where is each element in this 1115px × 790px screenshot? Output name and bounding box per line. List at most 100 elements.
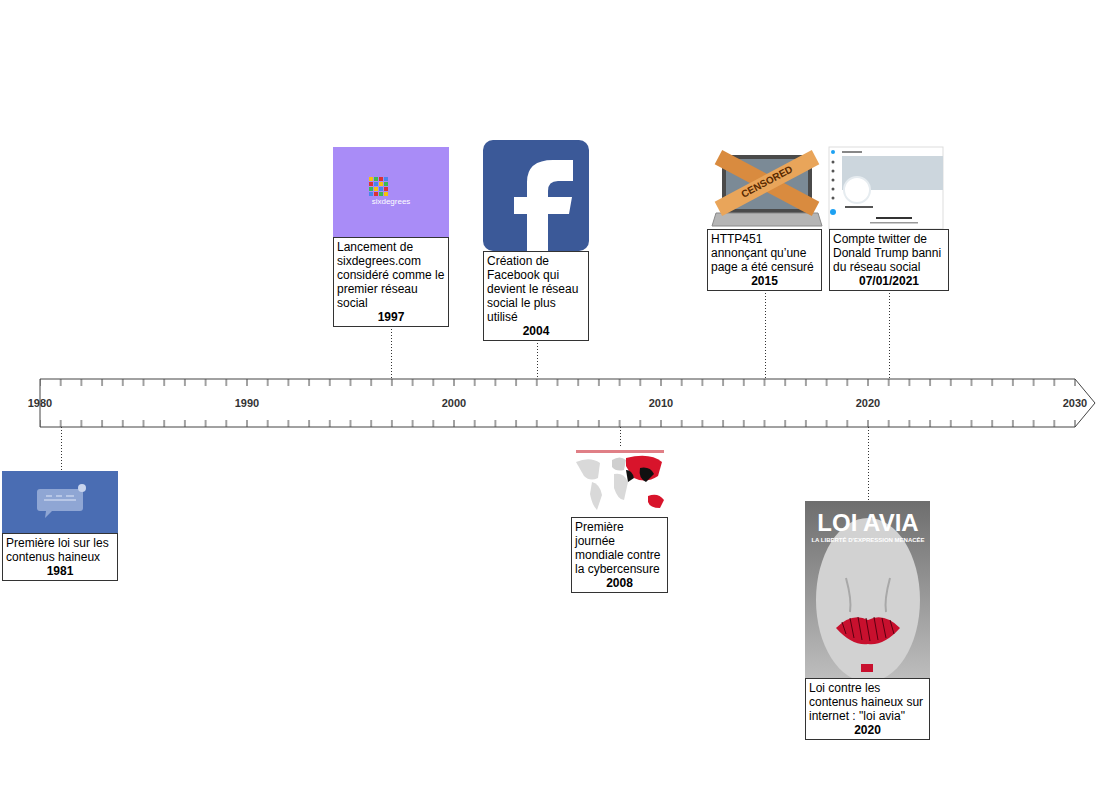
year-tick-label: 2000 (434, 397, 474, 410)
poster-logo (861, 664, 873, 672)
icon-ground (2, 471, 118, 533)
censoring-region (626, 470, 634, 482)
leader-line (868, 427, 869, 501)
profile-avatar (844, 177, 870, 203)
leader-line (620, 427, 621, 448)
year-tick-label: 2010 (641, 397, 681, 410)
laptop-base (712, 213, 822, 226)
logo-ground (483, 140, 589, 251)
censoring-region (640, 468, 654, 482)
year-tick-label: 2020 (848, 397, 888, 410)
continent (590, 482, 602, 510)
continent (612, 458, 626, 471)
profile-line (870, 222, 918, 224)
event-card: Lancement de sixdegrees.com considéré co… (333, 237, 449, 327)
map-header (576, 450, 664, 453)
leader-line (889, 293, 890, 379)
axis-ticks (40, 379, 1076, 427)
event-description: Première journée mondiale contre la cybe… (575, 520, 664, 576)
event-card: HTTP451 annonçant qu’une page a été cens… (707, 229, 822, 291)
year-tick-label: 1980 (20, 397, 60, 410)
censored-laptop (712, 150, 822, 226)
logo-square (369, 182, 373, 186)
letter-f-shape (514, 160, 573, 251)
event-date: 2004 (487, 324, 585, 338)
logo-square (374, 192, 378, 196)
logo-square (384, 192, 388, 196)
logo-ground (333, 147, 449, 237)
logo-square (374, 177, 378, 181)
logo-square (369, 187, 373, 191)
sidebar-icon (832, 179, 835, 182)
sidebar-icon (831, 150, 835, 154)
map-ground (571, 448, 668, 517)
logo-square (384, 187, 388, 191)
event-description: HTTP451 annonçant qu’une page a été cens… (711, 232, 818, 274)
badge-dot (78, 484, 86, 492)
continent (576, 459, 600, 479)
logo-square (374, 187, 378, 191)
event-date: 2015 (711, 274, 818, 288)
logo-wordmark: sixdegrees (356, 197, 426, 206)
logo-square (379, 192, 383, 196)
poster-title: LOI AVIA (807, 509, 929, 537)
logo-square (379, 182, 383, 186)
sidebar-icon (832, 161, 835, 164)
screenshot-frame (829, 147, 943, 229)
header-line (842, 151, 862, 153)
sidebar-icon (832, 170, 835, 173)
leader-lines (62, 293, 890, 501)
event-card: Compte twitter de Donald Trump banni du … (829, 229, 949, 291)
poster-lips (836, 617, 900, 644)
sixdegrees-logo (333, 147, 449, 237)
event-description: Lancement de sixdegrees.com considéré co… (337, 240, 445, 310)
profile-line (845, 206, 873, 208)
poster-subtitle: LA LIBERTÉ D'EXPRESSION MENACÉE (809, 537, 927, 544)
logo-square (384, 182, 388, 186)
continent (614, 474, 628, 500)
logo-square (379, 187, 383, 191)
event-date: 1981 (6, 564, 114, 578)
event-description: Compte twitter de Donald Trump banni du … (833, 232, 945, 274)
bubble-marks (44, 496, 76, 500)
event-date: 2008 (575, 576, 664, 590)
event-card: Première journée mondiale contre la cybe… (571, 517, 668, 593)
censoring-region (648, 495, 664, 508)
leader-line (391, 329, 392, 379)
tape-strip (715, 150, 820, 216)
timeline-axis (40, 379, 1095, 427)
logo-square (384, 177, 388, 181)
logo-square (379, 177, 383, 181)
sidebar-icon (832, 188, 835, 191)
leader-line (61, 427, 62, 471)
tweet-button (830, 209, 836, 215)
logo-square (374, 182, 378, 186)
event-description: Loi contre les contenus haineux sur inte… (809, 681, 926, 723)
tape-strip (715, 150, 820, 216)
loi-avia-poster (805, 501, 930, 682)
sidebar-icon (832, 197, 835, 200)
logo-square (369, 177, 373, 181)
twitter-profile-shot (829, 147, 943, 229)
logo-square (369, 192, 373, 196)
profile-line (876, 217, 912, 219)
world-map (571, 448, 668, 517)
event-description: Création de Facebook qui devient le rése… (487, 254, 585, 324)
face-shade (846, 578, 890, 612)
leader-line (765, 293, 766, 379)
event-card: Première loi sur les contenus haineux198… (2, 533, 118, 581)
event-description: Première loi sur les contenus haineux (6, 536, 114, 564)
hate-speech-icon (2, 471, 118, 533)
year-tick-label: 1990 (227, 397, 267, 410)
year-tick-label: 2030 (1055, 397, 1095, 410)
lip-stitches (842, 617, 894, 641)
leader-line (537, 343, 538, 379)
facebook-logo (483, 140, 589, 251)
event-date: 1997 (337, 310, 445, 324)
event-card: Loi contre les contenus haineux sur inte… (805, 678, 930, 740)
event-date: 2020 (809, 723, 926, 737)
speech-bubble (37, 489, 83, 518)
event-date: 07/01/2021 (833, 274, 945, 288)
